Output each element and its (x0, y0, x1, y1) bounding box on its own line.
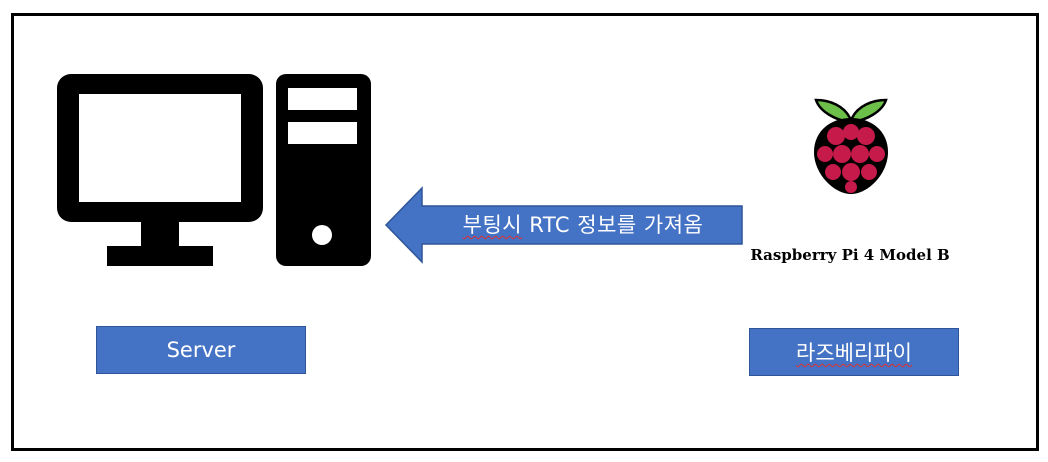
monitor-icon (57, 74, 263, 266)
left-arrow-shape (384, 186, 743, 264)
computer-icon (57, 74, 371, 266)
raspberry-label-box: 라즈베리파이 (749, 328, 959, 376)
raspberry-label: 라즈베리파이 (796, 341, 912, 365)
arrow-label-part1: 부팅시 (462, 213, 523, 237)
raspberry-pi-caption: Raspberry Pi 4 Model B (750, 246, 950, 264)
pc-tower-icon (276, 74, 371, 266)
raspberry-pi-logo-icon (814, 98, 888, 194)
arrow-label-part2: RTC 정보를 가져옴 (522, 213, 704, 237)
server-label: Server (166, 338, 236, 362)
server-label-box: Server (96, 326, 306, 374)
arrow-label: 부팅시 RTC 정보를 가져옴 (424, 206, 742, 242)
